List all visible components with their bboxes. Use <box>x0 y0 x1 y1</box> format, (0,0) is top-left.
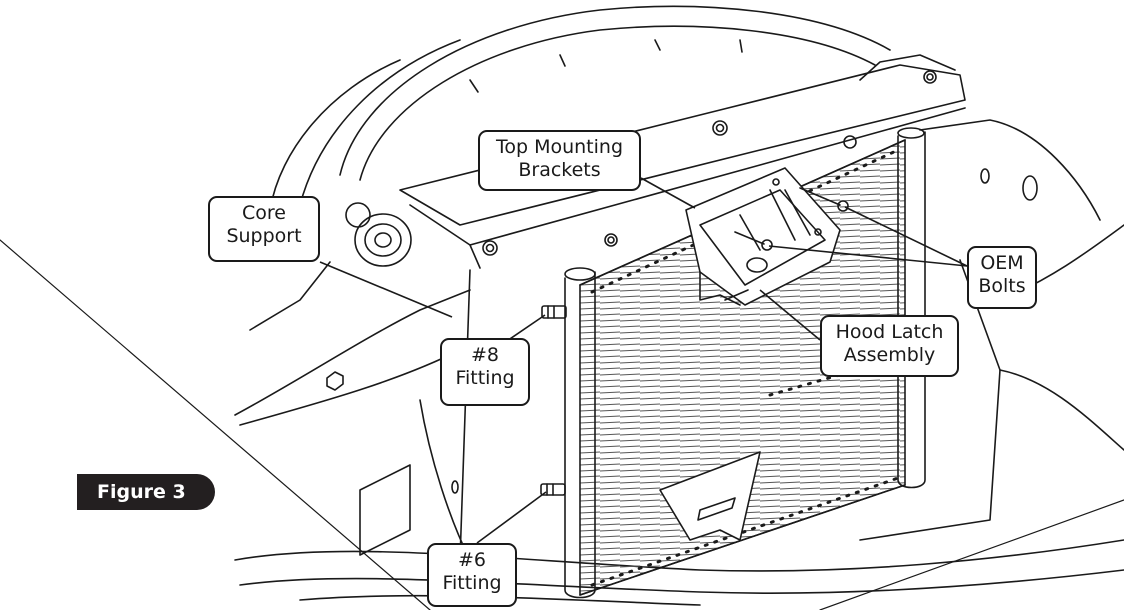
callout-top-mounting-brackets-line1: Top Mounting <box>495 136 624 158</box>
figure-label-badge: Figure 3 <box>77 474 215 510</box>
fitting-8-part <box>541 305 567 319</box>
oem-bolt-1 <box>799 187 849 212</box>
callout-hood-latch-assembly-line1: Hood Latch <box>835 321 944 343</box>
callout-fitting-8: #8 Fitting <box>440 338 530 406</box>
fan-shroud <box>269 5 891 211</box>
hood-latch-assembly-part <box>685 167 841 306</box>
top-rail <box>399 54 966 269</box>
callout-fitting-6-line2: Fitting <box>442 572 502 594</box>
callout-top-mounting-brackets-line2: Brackets <box>518 159 601 181</box>
leader-core-support <box>319 261 453 318</box>
oem-bolt-2 <box>734 231 773 251</box>
callout-core-support: Core Support <box>208 196 320 262</box>
callout-oem-bolts-line2: Bolts <box>978 275 1026 297</box>
perspective-line <box>0 239 431 610</box>
perspective-line-2 <box>819 499 1124 610</box>
callout-fitting-8-line2: Fitting <box>455 367 515 389</box>
callout-oem-bolts: OEM Bolts <box>967 246 1037 309</box>
callout-oem-bolts-line1: OEM <box>980 252 1024 274</box>
right-tank <box>897 127 926 489</box>
callout-hood-latch-assembly: Hood Latch Assembly <box>820 315 959 377</box>
bottom-bracket <box>659 451 761 541</box>
core-support-frame <box>234 119 1124 606</box>
callout-core-support-line2: Support <box>226 225 302 247</box>
callout-core-support-line1: Core <box>242 202 286 224</box>
leader-fitting-6 <box>476 491 547 544</box>
leader-top-mounting-brackets <box>640 177 696 209</box>
callout-hood-latch-assembly-line2: Assembly <box>843 344 936 366</box>
callout-fitting-6-line1: #6 <box>457 549 486 571</box>
callout-top-mounting-brackets: Top Mounting Brackets <box>478 130 641 191</box>
left-tank <box>564 267 596 599</box>
leader-oem-bolts-upper <box>844 206 968 267</box>
radiator-cap <box>345 202 412 267</box>
leader-hood-latch <box>759 289 821 341</box>
callout-fitting-8-line1: #8 <box>470 344 499 366</box>
fitting-6-part <box>540 483 566 496</box>
callout-fitting-6: #6 Fitting <box>427 543 517 607</box>
leader-oem-bolts-lower <box>768 245 968 267</box>
